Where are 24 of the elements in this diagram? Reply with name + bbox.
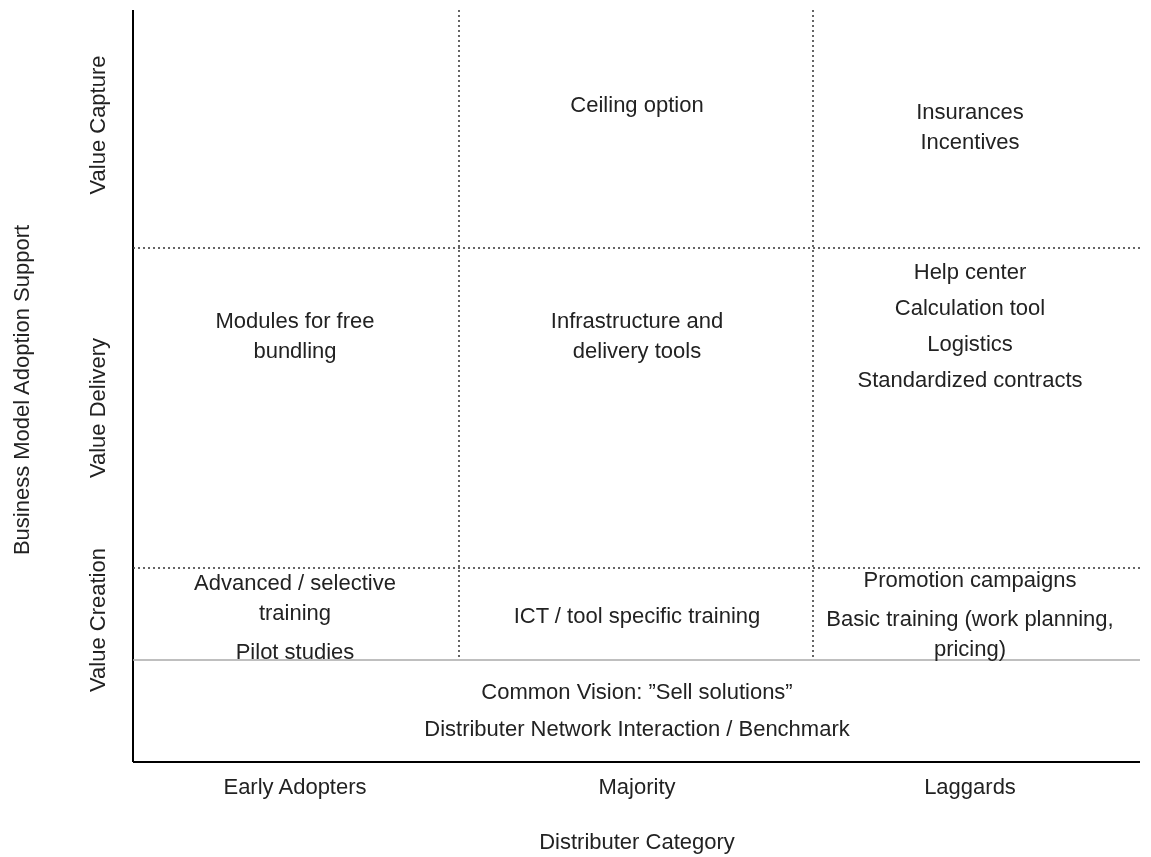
cell-text: Insurances — [916, 98, 1024, 126]
cell-text: Basic training (work planning, pricing) — [825, 605, 1115, 663]
column-label: Majority — [598, 773, 676, 801]
cell-text: Pilot studies — [235, 638, 355, 666]
band-text: Common Vision: ”Sell solutions” — [481, 678, 793, 706]
cell-text: Infrastructure and delivery tools — [549, 307, 725, 365]
cell-text: Help center — [913, 258, 1027, 286]
cell-text: Calculation tool — [894, 294, 1046, 322]
cell-text: Logistics — [927, 330, 1013, 358]
row-label: Value Creation — [84, 548, 111, 692]
cell-text: Ceiling option — [570, 91, 704, 119]
axis-title: Distributer Category — [539, 828, 735, 856]
axis-title: Business Model Adoption Support — [8, 224, 35, 556]
cell-text: Modules for free bundling — [214, 307, 376, 365]
row-label: Value Delivery — [84, 337, 111, 479]
column-label: Laggards — [924, 773, 1016, 801]
band-text: Distributer Network Interaction / Benchmark — [424, 715, 850, 743]
row-label: Value Capture — [84, 55, 111, 195]
cell-text: Standardized contracts — [857, 366, 1083, 394]
column-label: Early Adopters — [223, 773, 367, 801]
cell-text: Advanced / selective training — [193, 569, 397, 627]
cell-text: Incentives — [920, 128, 1020, 156]
cell-text: Promotion campaigns — [863, 566, 1077, 594]
cell-text: ICT / tool specific training — [513, 602, 761, 630]
